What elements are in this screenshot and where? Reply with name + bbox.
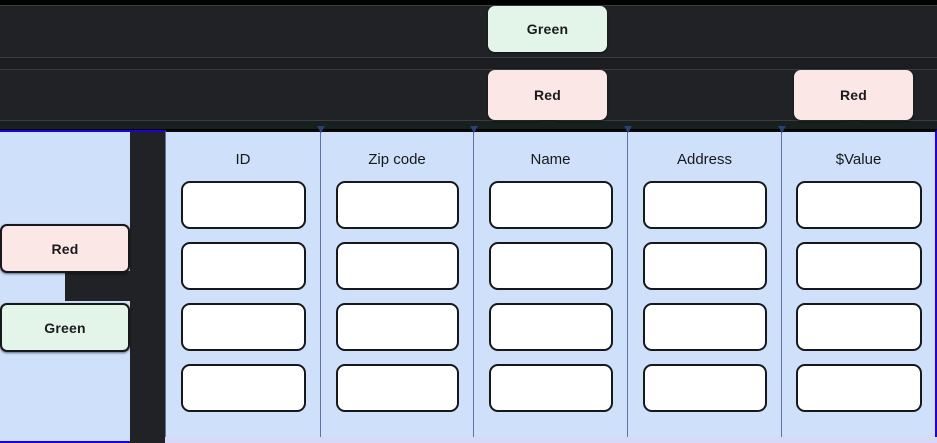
- band-hairline-2: [0, 57, 937, 58]
- panel-notch-upper: [130, 132, 165, 443]
- top-badge-red-1[interactable]: Red: [488, 70, 607, 120]
- bottom-sliver: [165, 437, 937, 443]
- table-cell-input[interactable]: [642, 242, 767, 290]
- column-divider-arrow-icon: [317, 126, 325, 133]
- band-hairline-1: [0, 5, 937, 6]
- column-cells: [166, 181, 320, 412]
- left-panel-badge-green[interactable]: Green: [0, 303, 130, 352]
- band-hairline-4: [0, 120, 937, 121]
- column-cells: [474, 181, 627, 412]
- table-cell-input[interactable]: [180, 181, 306, 229]
- table-column-address: Address: [624, 126, 781, 443]
- dark-band-top: [0, 6, 937, 57]
- column-cells: [628, 181, 781, 412]
- table-column-zip-code: Zip code: [317, 126, 473, 443]
- table-column-name: Name: [470, 126, 627, 443]
- table-cell-input[interactable]: [488, 181, 613, 229]
- table-cell-input[interactable]: [488, 242, 613, 290]
- table-cell-input[interactable]: [642, 364, 767, 412]
- panel-notch-inner: [65, 271, 130, 301]
- table-cell-input[interactable]: [795, 242, 922, 290]
- column-cells: [321, 181, 473, 412]
- teal-band: [0, 121, 937, 129]
- table-cell-input[interactable]: [180, 364, 306, 412]
- table-cell-input[interactable]: [180, 303, 306, 351]
- column-header[interactable]: $Value: [835, 151, 882, 168]
- column-header[interactable]: Address: [676, 151, 733, 168]
- column-cells: [782, 181, 935, 412]
- band-hairline-3: [0, 69, 937, 70]
- table-cell-input[interactable]: [642, 181, 767, 229]
- badge-caret-down-icon: [539, 120, 556, 129]
- table-cell-input[interactable]: [335, 181, 459, 229]
- table-cell-input[interactable]: [488, 303, 613, 351]
- column-divider-arrow-icon: [624, 126, 632, 133]
- top-badge-green-0[interactable]: Green: [488, 6, 607, 52]
- table-cell-input[interactable]: [795, 181, 922, 229]
- column-divider-arrow-icon: [778, 126, 786, 133]
- table-cell-input[interactable]: [488, 364, 613, 412]
- table-cell-input[interactable]: [795, 303, 922, 351]
- column-header[interactable]: Name: [530, 151, 571, 168]
- top-badge-red-2[interactable]: Red: [794, 70, 913, 120]
- column-header[interactable]: ID: [235, 151, 251, 168]
- table-cell-input[interactable]: [795, 364, 922, 412]
- column-divider-arrow-icon: [470, 126, 478, 133]
- table-cell-input[interactable]: [335, 303, 459, 351]
- table-cell-input[interactable]: [180, 242, 306, 290]
- table-cell-input[interactable]: [642, 303, 767, 351]
- table-cell-input[interactable]: [335, 242, 459, 290]
- column-header[interactable]: Zip code: [368, 151, 426, 168]
- dark-band-gap: [0, 58, 937, 69]
- table-column-value: $Value: [778, 126, 937, 443]
- badge-caret-down-icon: [845, 120, 862, 129]
- table-cell-input[interactable]: [335, 364, 459, 412]
- table-column-id: ID: [165, 130, 320, 443]
- left-panel-badge-red[interactable]: Red: [0, 224, 130, 273]
- data-table: ID Zip code Name Address $Value: [165, 126, 937, 443]
- dark-band-middle: [0, 70, 937, 120]
